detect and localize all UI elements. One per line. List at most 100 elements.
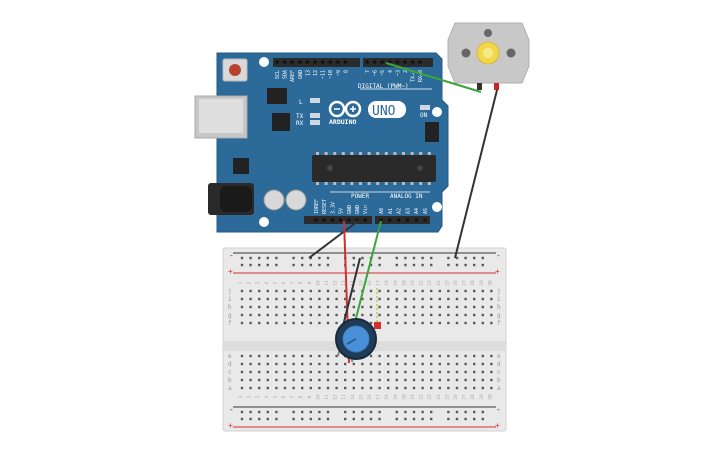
terminal-hole[interactable] — [352, 313, 355, 317]
terminal-hole[interactable] — [369, 354, 373, 358]
terminal-hole[interactable] — [326, 289, 330, 293]
rail-hole[interactable] — [301, 417, 304, 421]
digital-pin-socket[interactable] — [313, 60, 317, 64]
terminal-hole[interactable] — [369, 362, 373, 366]
rail-hole[interactable] — [395, 410, 398, 414]
rail-hole[interactable] — [249, 263, 252, 267]
terminal-hole[interactable] — [266, 313, 269, 317]
rail-hole[interactable] — [309, 417, 312, 421]
terminal-hole[interactable] — [464, 305, 467, 309]
terminal-hole[interactable] — [404, 305, 407, 309]
digital-pin-socket[interactable] — [275, 60, 279, 64]
rail-hole[interactable] — [352, 263, 355, 267]
terminal-hole[interactable] — [301, 354, 304, 358]
terminal-hole[interactable] — [404, 297, 407, 301]
terminal-hole[interactable] — [412, 289, 416, 293]
terminal-hole[interactable] — [249, 378, 252, 382]
terminal-hole[interactable] — [309, 289, 312, 293]
terminal-hole[interactable] — [344, 362, 347, 366]
terminal-hole[interactable] — [404, 370, 407, 374]
terminal-hole[interactable] — [395, 362, 398, 366]
terminal-hole[interactable] — [335, 321, 338, 325]
terminal-hole[interactable] — [481, 386, 484, 390]
rail-hole[interactable] — [361, 410, 364, 414]
terminal-hole[interactable] — [490, 289, 493, 293]
rail-hole[interactable] — [395, 256, 398, 260]
rail-hole[interactable] — [464, 256, 467, 260]
terminal-hole[interactable] — [447, 321, 450, 325]
terminal-hole[interactable] — [464, 378, 467, 382]
power-pin-socket[interactable] — [363, 218, 367, 222]
terminal-hole[interactable] — [266, 370, 269, 374]
digital-pin-header[interactable] — [273, 58, 433, 67]
rail-hole[interactable] — [369, 417, 373, 421]
rail-hole[interactable] — [395, 263, 398, 267]
rail-hole[interactable] — [369, 410, 373, 414]
rail-hole[interactable] — [473, 256, 476, 260]
rail-hole[interactable] — [404, 417, 407, 421]
terminal-hole[interactable] — [438, 362, 441, 366]
terminal-hole[interactable] — [455, 321, 459, 325]
terminal-hole[interactable] — [266, 354, 269, 358]
terminal-hole[interactable] — [240, 289, 244, 293]
terminal-hole[interactable] — [275, 321, 278, 325]
terminal-hole[interactable] — [318, 362, 321, 366]
terminal-hole[interactable] — [240, 297, 244, 301]
digital-pin-socket[interactable] — [305, 60, 309, 64]
terminal-hole[interactable] — [283, 321, 287, 325]
terminal-hole[interactable] — [421, 321, 424, 325]
terminal-hole[interactable] — [258, 297, 261, 301]
terminal-hole[interactable] — [378, 289, 381, 293]
terminal-hole[interactable] — [421, 386, 424, 390]
rail-hole[interactable] — [481, 410, 484, 414]
terminal-hole[interactable] — [258, 386, 261, 390]
terminal-hole[interactable] — [412, 313, 416, 317]
digital-pin-socket[interactable] — [336, 60, 340, 64]
terminal-hole[interactable] — [473, 321, 476, 325]
power-pin-socket[interactable] — [355, 218, 359, 222]
terminal-hole[interactable] — [292, 386, 295, 390]
rail-hole[interactable] — [455, 256, 459, 260]
terminal-hole[interactable] — [395, 305, 398, 309]
terminal-hole[interactable] — [395, 289, 398, 293]
terminal-hole[interactable] — [473, 297, 476, 301]
terminal-hole[interactable] — [240, 354, 244, 358]
terminal-hole[interactable] — [455, 386, 459, 390]
terminal-hole[interactable] — [473, 378, 476, 382]
digital-pin-socket[interactable] — [365, 60, 369, 64]
terminal-hole[interactable] — [490, 370, 493, 374]
terminal-hole[interactable] — [412, 362, 416, 366]
terminal-hole[interactable] — [249, 313, 252, 317]
digital-pin-socket[interactable] — [373, 60, 377, 64]
rail-hole[interactable] — [447, 410, 450, 414]
analog-pin-socket[interactable] — [414, 218, 418, 222]
terminal-hole[interactable] — [292, 378, 295, 382]
rail-hole[interactable] — [309, 256, 312, 260]
terminal-hole[interactable] — [335, 313, 338, 317]
rail-hole[interactable] — [430, 417, 433, 421]
terminal-hole[interactable] — [464, 370, 467, 374]
terminal-hole[interactable] — [481, 362, 484, 366]
rail-hole[interactable] — [275, 410, 278, 414]
analog-pin-socket[interactable] — [405, 218, 409, 222]
terminal-hole[interactable] — [309, 313, 312, 317]
terminal-hole[interactable] — [481, 370, 484, 374]
digital-pin-socket[interactable] — [395, 60, 399, 64]
rail-hole[interactable] — [240, 410, 244, 414]
terminal-hole[interactable] — [318, 354, 321, 358]
terminal-hole[interactable] — [335, 354, 338, 358]
terminal-hole[interactable] — [352, 289, 355, 293]
terminal-hole[interactable] — [240, 305, 244, 309]
terminal-hole[interactable] — [473, 313, 476, 317]
rail-hole[interactable] — [378, 410, 381, 414]
wire-black-rail-to-pot[interactable] — [341, 257, 361, 331]
terminal-hole[interactable] — [326, 354, 330, 358]
terminal-hole[interactable] — [326, 321, 330, 325]
terminal-hole[interactable] — [395, 354, 398, 358]
terminal-hole[interactable] — [335, 289, 338, 293]
rail-hole[interactable] — [455, 410, 459, 414]
rail-hole[interactable] — [421, 256, 424, 260]
terminal-hole[interactable] — [361, 362, 364, 366]
terminal-hole[interactable] — [301, 386, 304, 390]
terminal-hole[interactable] — [387, 321, 390, 325]
